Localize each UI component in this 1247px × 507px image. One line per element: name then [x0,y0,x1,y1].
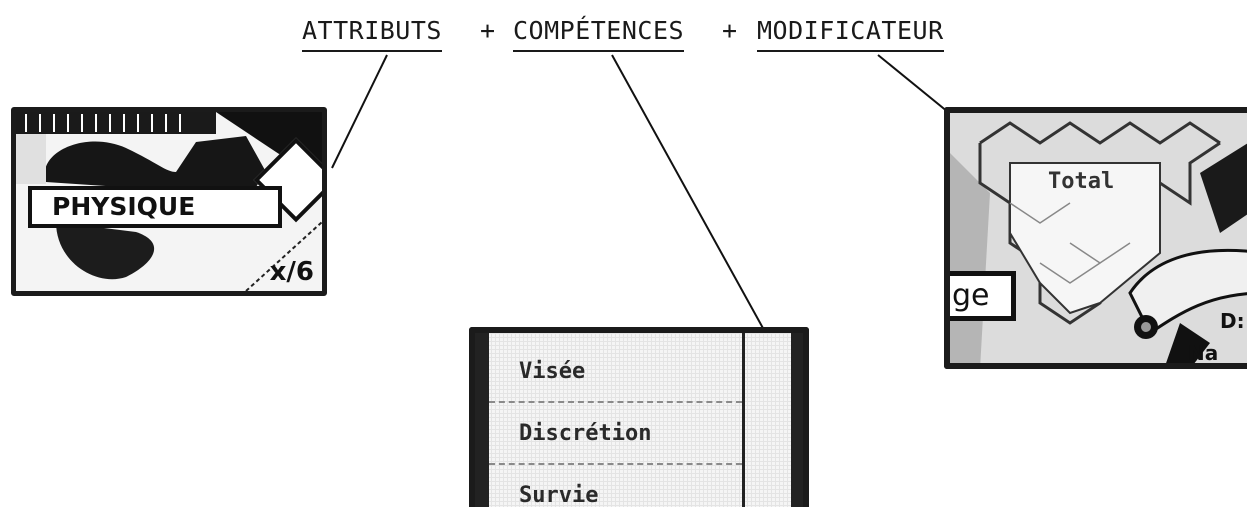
modifier-tab-fragment: ge [950,271,1016,321]
connector-attributs [331,54,388,169]
connector-competences [611,54,765,331]
attribute-value: x/6 [269,257,314,287]
skills-left-border [475,333,489,507]
plus-operator-2: + [722,16,738,45]
skills-right-border [791,333,803,507]
skill-label: Visée [519,359,586,384]
connector-modificateur [877,54,949,113]
attribute-label: PHYSIQUE [28,186,282,228]
attribute-card: PHYSIQUE x/6 [11,107,327,296]
skill-label: Survie [519,483,599,507]
formula-header: ATTRIBUTS + COMPÉTENCES + MODIFICATEUR [0,14,1247,54]
modifier-text-fragment-1: D: [1220,309,1245,333]
term-attributs: ATTRIBUTS [302,14,442,52]
skill-row: Visée [489,341,742,403]
term-competences: COMPÉTENCES [513,14,685,52]
skills-column-separator [742,333,745,507]
modifier-text-fragment-2: Na [1188,341,1219,365]
skill-row: Survie [489,465,742,507]
modifier-background-art [950,113,1247,363]
term-modificateur: MODIFICATEUR [757,14,944,52]
skill-row: Discrétion [489,403,742,465]
plus-operator-1: + [480,16,496,45]
modifier-total-label: Total [1048,169,1115,194]
modifier-card: Total ge D: Na [944,107,1247,369]
skills-card: Visée Discrétion Survie [469,327,809,507]
skill-label: Discrétion [519,421,652,446]
